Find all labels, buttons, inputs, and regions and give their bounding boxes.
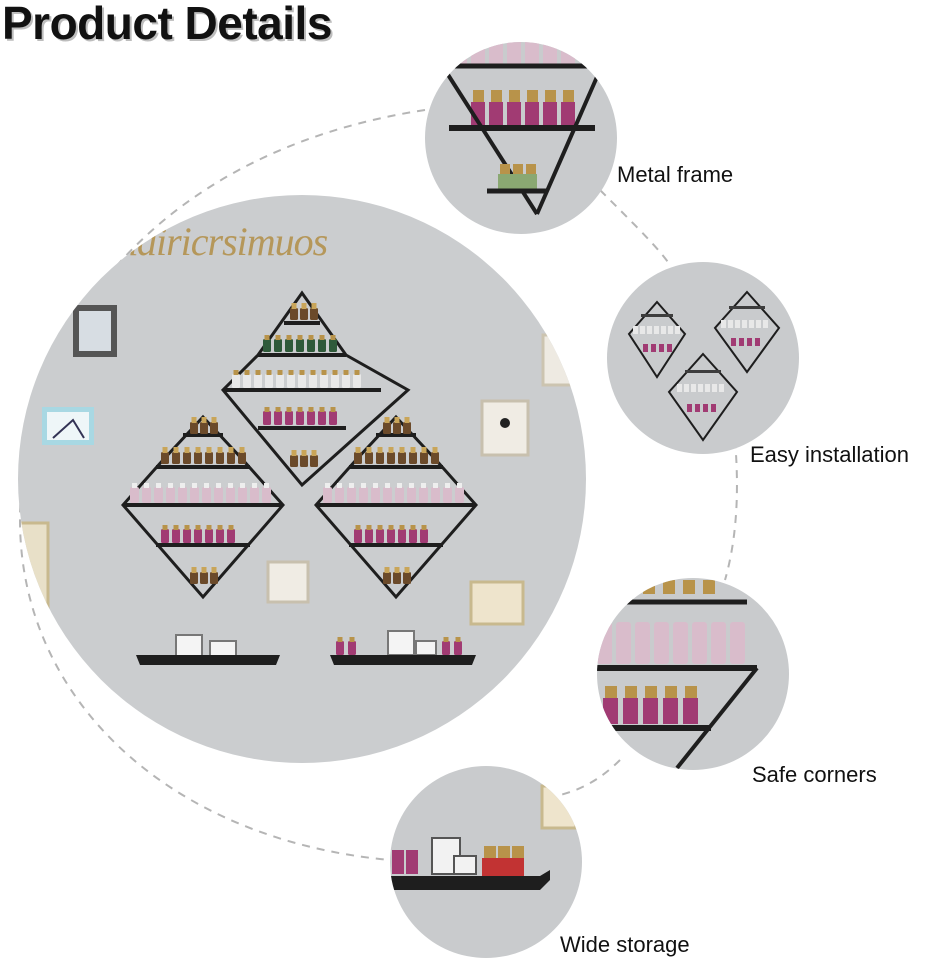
left-rack [121, 414, 285, 600]
floating-shelves [136, 630, 476, 665]
easy-installation-detail-photo [607, 262, 799, 454]
top-rack [220, 290, 411, 488]
main-product-photo: hairicrsimuos [18, 195, 586, 763]
feature-label-wide-storage: Wide storage [560, 932, 690, 957]
safe-corners-detail-photo [597, 578, 789, 770]
right-rack [314, 414, 478, 600]
feature-label-safe-corners: Safe corners [752, 762, 877, 787]
wide-storage-detail-photo [390, 766, 582, 958]
feature-label-easy-installation: Easy installation [750, 442, 909, 467]
feature-label-metal-frame: Metal frame [617, 162, 734, 187]
page-title: Product Details [2, 0, 332, 49]
metal-frame-detail-photo [425, 42, 617, 234]
